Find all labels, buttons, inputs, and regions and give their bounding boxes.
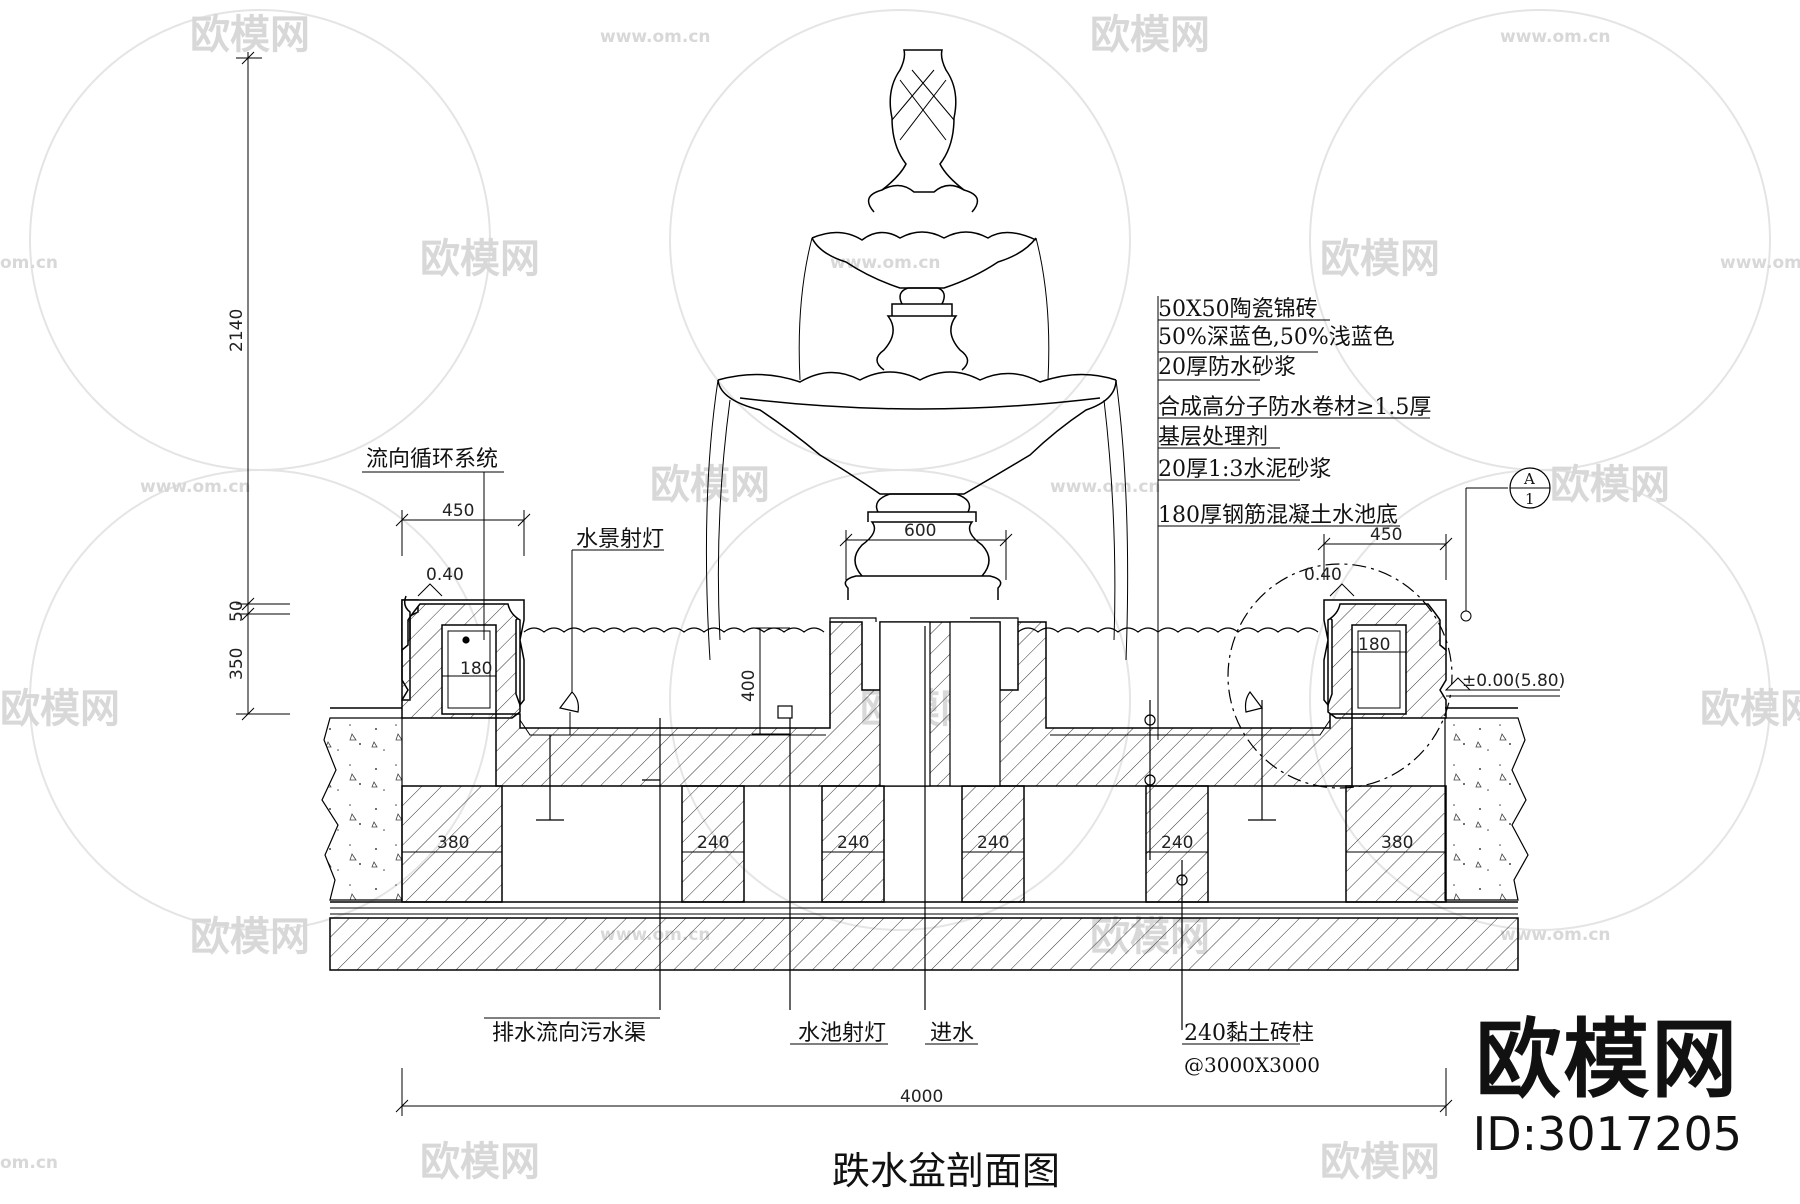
watermark-brand: 欧模网 [190,12,310,58]
material-layer: 50%深蓝色,50%浅蓝色 [1158,325,1395,350]
spotlight-right [1244,690,1264,713]
watermark-brand: 欧模网 [190,914,310,960]
dim-pier-4: 240 [1161,833,1193,853]
dim-pier-3: 240 [977,833,1009,853]
brick-piers: 380 240 240 240 240 380 [401,785,1447,903]
watermark-url: om.cn [0,1153,58,1173]
dimension-lines [236,51,1560,1116]
dim-left-wall: 180 [460,659,492,679]
dim-pier-1: 240 [697,833,729,853]
ground-soil [321,707,1529,901]
label-pool-light: 水池射灯 [798,1021,886,1046]
dim-left-width: 450 [442,501,474,521]
pool-coping-right [1323,599,1447,708]
watermark-brand: 欧模网 [420,1139,540,1185]
watermark-brand: 欧模网 [1320,1139,1440,1185]
spotlight-left [558,691,579,735]
watermark-url: www.om.cn [1720,253,1800,273]
elevation-label: ±0.00(5.80) [1462,671,1565,691]
watermark-brand: 欧模网 [650,462,770,508]
dim-right-wall: 180 [1358,635,1390,655]
dim-overall-width: 4000 [900,1087,943,1107]
foundation-slab [329,901,1519,971]
watermark-brand: 欧模网 [0,686,120,732]
material-layers-list: 50X50陶瓷锦砖 50%深蓝色,50%浅蓝色 20厚防水砂浆 合成高分子防水卷… [1158,297,1431,528]
dim-right-slope: 0.40 [1304,565,1342,585]
material-layer: 20厚1:3水泥砂浆 [1158,457,1331,482]
material-layer: 合成高分子防水卷材≥1.5厚 [1158,395,1431,420]
watermark-brand: 欧模网 [420,236,540,282]
watermark-url: www.om.cn [830,253,941,273]
watermark-url: www.om.cn [1500,925,1611,945]
model-id: ID:3017205 [1472,1107,1742,1161]
brand-logo-text: 欧模网 [1475,1010,1740,1110]
brand-logo: 欧模网 ID:3017205 [1473,1012,1742,1160]
label-pillar: 240黏土砖柱 [1184,1021,1314,1046]
material-layer: 20厚防水砂浆 [1158,355,1296,380]
section-marker-bottom: 1 [1525,490,1535,508]
watermark-brand: 欧模网 [1700,686,1800,732]
material-layer: 180厚钢筋混凝土水池底 [1158,503,1398,528]
dim-pier-2: 240 [837,833,869,853]
dim-water-depth: 400 [739,670,759,702]
material-layer: 50X50陶瓷锦砖 [1158,297,1318,322]
dim-right-width: 450 [1370,525,1402,545]
pool-coping-left [401,595,525,708]
dim-pool-depth: 350 [227,648,247,680]
dim-rim: 50 [227,600,247,622]
dim-total-height: 2140 [227,309,247,352]
pool-structure [401,599,1447,787]
watermark-url: www.om.cn [1050,477,1161,497]
material-layer: 基层处理剂 [1158,425,1268,450]
label-drain: 排水流向污水渠 [492,1021,646,1046]
watermark-brand: 欧模网 [1550,462,1670,508]
watermark-brand: 欧模网 [1320,236,1440,282]
watermark-url: om.cn [0,253,58,273]
leader-lines [362,296,1430,1045]
section-marker: A 1 [1460,467,1551,622]
label-spotlight: 水景射灯 [576,527,664,552]
watermark-url: www.om.cn [140,477,251,497]
label-circulation: 流向循环系统 [366,447,498,472]
section-marker-top: A [1523,470,1535,488]
watermark-url: www.om.cn [1500,27,1611,47]
pipes [462,626,1276,1030]
label-pillar-spacing: @3000X3000 [1184,1053,1320,1077]
watermark-brand: 欧模网 [1090,12,1210,58]
drawing-title: 跌水盆剖面图 [832,1149,1060,1193]
dim-base-width: 600 [904,521,936,541]
label-inlet: 进水 [930,1021,974,1046]
dim-left-slope: 0.40 [426,565,464,585]
detail-callout-circle [1227,563,1453,789]
dim-left-pier: 380 [437,833,469,853]
tiered-fountain [705,49,1129,661]
dim-right-pier: 380 [1381,833,1413,853]
watermark-url: www.om.cn [600,27,711,47]
